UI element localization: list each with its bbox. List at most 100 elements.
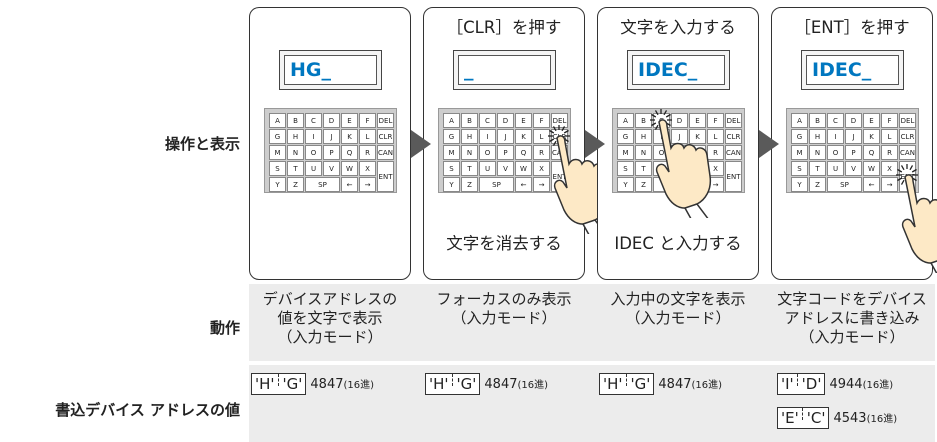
key-DEL[interactable]: DEL xyxy=(377,113,394,128)
key-J[interactable]: J xyxy=(845,129,862,144)
key-A[interactable]: A xyxy=(443,113,460,128)
key-M[interactable]: M xyxy=(617,145,634,160)
key-O[interactable]: O xyxy=(305,145,322,160)
key-F[interactable]: F xyxy=(881,113,898,128)
key-O[interactable]: O xyxy=(827,145,844,160)
key-J[interactable]: J xyxy=(497,129,514,144)
key-H[interactable]: H xyxy=(635,129,652,144)
key-I[interactable]: I xyxy=(305,129,322,144)
key-C[interactable]: C xyxy=(479,113,496,128)
key-SP[interactable]: SP xyxy=(479,177,514,192)
key-←[interactable]: ← xyxy=(341,177,358,192)
key-M[interactable]: M xyxy=(791,145,808,160)
key-W[interactable]: W xyxy=(863,161,880,176)
key-ENT[interactable]: ENT xyxy=(725,161,742,192)
key-ENT[interactable]: ENT xyxy=(377,161,394,192)
key-M[interactable]: M xyxy=(443,145,460,160)
key-Z[interactable]: Z xyxy=(287,177,304,192)
key-G[interactable]: G xyxy=(269,129,286,144)
key-L[interactable]: L xyxy=(707,129,724,144)
key-Q[interactable]: Q xyxy=(515,145,532,160)
key-J[interactable]: J xyxy=(323,129,340,144)
key-F[interactable]: F xyxy=(533,113,550,128)
key-U[interactable]: U xyxy=(827,161,844,176)
key-W[interactable]: W xyxy=(341,161,358,176)
key-R[interactable]: R xyxy=(707,145,724,160)
key-I[interactable]: I xyxy=(827,129,844,144)
key-K[interactable]: K xyxy=(341,129,358,144)
key-→[interactable]: → xyxy=(359,177,376,192)
key-CLR[interactable]: CLR xyxy=(899,129,916,144)
key-W[interactable]: W xyxy=(515,161,532,176)
key-X[interactable]: X xyxy=(359,161,376,176)
key-S[interactable]: S xyxy=(269,161,286,176)
key-V[interactable]: V xyxy=(497,161,514,176)
key-H[interactable]: H xyxy=(287,129,304,144)
key-N[interactable]: N xyxy=(809,145,826,160)
key-Y[interactable]: Y xyxy=(269,177,286,192)
key-L[interactable]: L xyxy=(359,129,376,144)
key-H[interactable]: H xyxy=(809,129,826,144)
key-Y[interactable]: Y xyxy=(617,177,634,192)
key-E[interactable]: E xyxy=(515,113,532,128)
key-B[interactable]: B xyxy=(287,113,304,128)
key-F[interactable]: F xyxy=(359,113,376,128)
key-G[interactable]: G xyxy=(791,129,808,144)
key-Y[interactable]: Y xyxy=(443,177,460,192)
key-T[interactable]: T xyxy=(635,161,652,176)
key-A[interactable]: A xyxy=(617,113,634,128)
key-T[interactable]: T xyxy=(287,161,304,176)
key-D[interactable]: D xyxy=(671,113,688,128)
key-R[interactable]: R xyxy=(881,145,898,160)
key-K[interactable]: K xyxy=(515,129,532,144)
key-→[interactable]: → xyxy=(881,177,898,192)
key-D[interactable]: D xyxy=(845,113,862,128)
key-Z[interactable]: Z xyxy=(635,177,652,192)
key-V[interactable]: V xyxy=(323,161,340,176)
key-DEL[interactable]: DEL xyxy=(551,113,568,128)
key-CAN[interactable]: CAN xyxy=(725,145,742,160)
key-U[interactable]: U xyxy=(479,161,496,176)
key-DEL[interactable]: DEL xyxy=(899,113,916,128)
key-SP[interactable]: SP xyxy=(827,177,862,192)
key-Z[interactable]: Z xyxy=(461,177,478,192)
key-X[interactable]: X xyxy=(881,161,898,176)
key-I[interactable]: I xyxy=(479,129,496,144)
key-D[interactable]: D xyxy=(497,113,514,128)
key-CLR[interactable]: CLR xyxy=(725,129,742,144)
key-N[interactable]: N xyxy=(287,145,304,160)
key-U[interactable]: U xyxy=(305,161,322,176)
key-R[interactable]: R xyxy=(359,145,376,160)
key-C[interactable]: C xyxy=(827,113,844,128)
key-E[interactable]: E xyxy=(341,113,358,128)
key-CAN[interactable]: CAN xyxy=(899,145,916,160)
key-N[interactable]: N xyxy=(635,145,652,160)
key-G[interactable]: G xyxy=(617,129,634,144)
key-R[interactable]: R xyxy=(533,145,550,160)
key-D[interactable]: D xyxy=(323,113,340,128)
key-←[interactable]: ← xyxy=(863,177,880,192)
key-L[interactable]: L xyxy=(533,129,550,144)
key-SP[interactable]: SP xyxy=(305,177,340,192)
key-N[interactable]: N xyxy=(461,145,478,160)
key-S[interactable]: S xyxy=(443,161,460,176)
key-→[interactable]: → xyxy=(533,177,550,192)
key-P[interactable]: P xyxy=(497,145,514,160)
key-X[interactable]: X xyxy=(533,161,550,176)
key-B[interactable]: B xyxy=(635,113,652,128)
key-L[interactable]: L xyxy=(881,129,898,144)
key-P[interactable]: P xyxy=(845,145,862,160)
key-DEL[interactable]: DEL xyxy=(725,113,742,128)
key-E[interactable]: E xyxy=(689,113,706,128)
key-←[interactable]: ← xyxy=(515,177,532,192)
key-Q[interactable]: Q xyxy=(341,145,358,160)
key-S[interactable]: S xyxy=(791,161,808,176)
key-P[interactable]: P xyxy=(323,145,340,160)
key-T[interactable]: T xyxy=(461,161,478,176)
key-Z[interactable]: Z xyxy=(809,177,826,192)
key-B[interactable]: B xyxy=(461,113,478,128)
key-T[interactable]: T xyxy=(809,161,826,176)
key-A[interactable]: A xyxy=(269,113,286,128)
key-K[interactable]: K xyxy=(863,129,880,144)
key-O[interactable]: O xyxy=(479,145,496,160)
